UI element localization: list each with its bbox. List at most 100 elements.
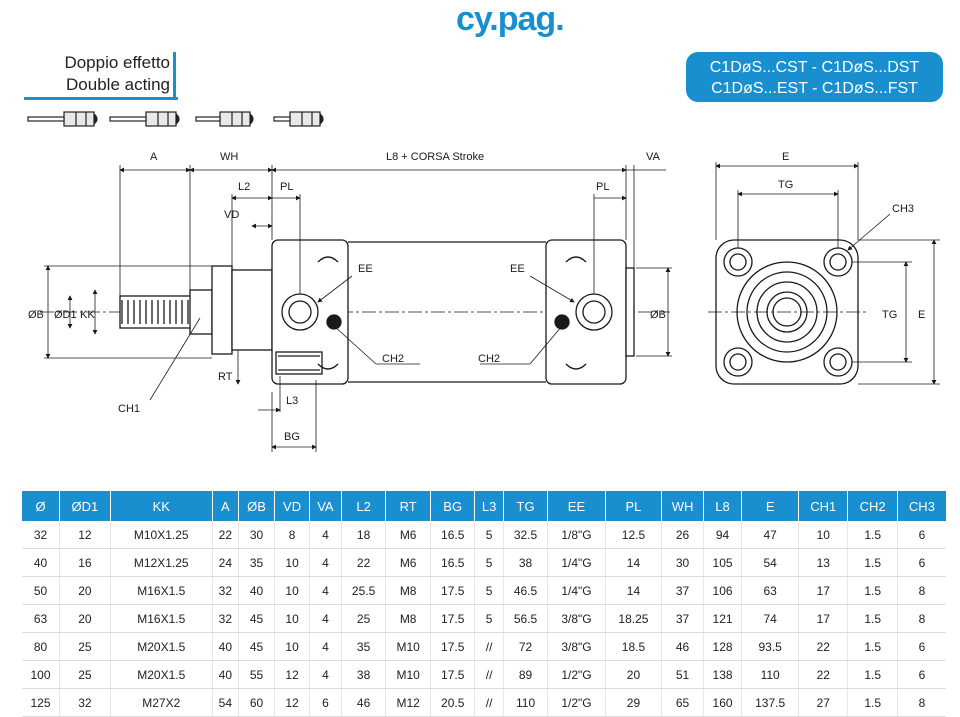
table-cell: 20.5 — [430, 688, 476, 717]
table-cell: 25 — [59, 632, 111, 661]
table-cell: 38 — [341, 660, 387, 689]
table-cell: 110 — [741, 660, 800, 689]
table-cell: 22 — [798, 660, 849, 689]
table-cell: 6 — [897, 521, 946, 549]
table-cell: 12 — [274, 688, 311, 717]
table-cell: 54 — [741, 548, 800, 577]
label-WH: WH — [220, 151, 238, 163]
table-cell: 46 — [661, 632, 704, 661]
table-cell: 37 — [661, 604, 704, 633]
table-cell: 8 — [897, 688, 946, 717]
col-header: Ø — [22, 491, 61, 521]
table-cell: 4 — [309, 576, 342, 605]
table-cell: 18.5 — [605, 632, 663, 661]
variant-icon-dst — [109, 111, 180, 127]
table-cell: 51 — [661, 660, 704, 689]
col-header: ØD1 — [59, 491, 111, 521]
table-cell: 54 — [212, 688, 239, 717]
table-cell: 10 — [274, 576, 311, 605]
label-RT: RT — [218, 371, 233, 383]
table-cell: 6 — [309, 688, 342, 717]
table-cell: 8 — [897, 576, 946, 605]
col-header: L3 — [474, 491, 504, 521]
variant-icon-fst — [273, 111, 324, 127]
table-cell: 32 — [212, 576, 239, 605]
table-cell: 17 — [798, 576, 849, 605]
table-cell: 17.5 — [430, 604, 476, 633]
table-cell: 10 — [274, 632, 311, 661]
label-OB-right: ØB — [650, 309, 666, 321]
table-cell: 5 — [474, 521, 504, 549]
table-cell: 1.5 — [847, 548, 898, 577]
table-cell: 18 — [341, 521, 387, 549]
title-rule-horizontal — [24, 97, 178, 100]
label-OB: ØB — [28, 309, 44, 321]
table-cell: 25 — [341, 604, 387, 633]
label-L3: L3 — [286, 395, 298, 407]
table-cell: 125 — [22, 688, 61, 717]
table-cell: 160 — [703, 688, 743, 717]
col-header: A — [212, 491, 239, 521]
col-header: EE — [547, 491, 606, 521]
label-CH1: CH1 — [118, 403, 140, 415]
col-header: BG — [430, 491, 476, 521]
table-cell: // — [474, 660, 504, 689]
table-cell: M27X2 — [110, 688, 213, 717]
table-cell: 94 — [703, 521, 743, 549]
table-cell: 20 — [59, 576, 111, 605]
title-english: Double acting — [66, 75, 170, 94]
label-CH3: CH3 — [892, 203, 914, 215]
col-header: CH1 — [798, 491, 849, 521]
table-cell: 105 — [703, 548, 743, 577]
table-cell: 89 — [503, 660, 549, 689]
table-cell: 1/4"G — [547, 548, 606, 577]
front-head — [271, 239, 349, 385]
table-cell: 22 — [341, 548, 387, 577]
label-BG: BG — [284, 431, 300, 443]
table-cell: 1.5 — [847, 660, 898, 689]
table-cell: M16X1.5 — [110, 604, 213, 633]
table-cell: 46 — [341, 688, 387, 717]
cylinder-tube — [348, 241, 546, 383]
table-cell: 16.5 — [430, 548, 476, 577]
col-header: TG — [503, 491, 549, 521]
product-title: Doppio effetto Double acting — [24, 52, 178, 100]
table-cell: 40 — [212, 660, 239, 689]
table-cell: 16 — [59, 548, 111, 577]
table-cell: 80 — [22, 632, 61, 661]
table-cell: 4 — [309, 548, 342, 577]
front-view — [708, 162, 940, 385]
table-cell: 32 — [59, 688, 111, 717]
dimension-lines — [44, 165, 672, 452]
table-cell: 32 — [22, 521, 61, 549]
label-A: A — [150, 151, 158, 163]
table-cell: 50 — [22, 576, 61, 605]
table-cell: 5 — [474, 604, 504, 633]
table-cell: 138 — [703, 660, 743, 689]
brand-logo-text: cy.pag. — [456, 0, 565, 38]
table-cell: 128 — [703, 632, 743, 661]
table-cell: 45 — [238, 604, 276, 633]
table-cell: 20 — [605, 660, 663, 689]
technical-drawing: A WH L8 + CORSA Stroke VA L2 PL PL VD EE… — [28, 151, 940, 452]
label-CH2-front: CH2 — [382, 353, 404, 365]
table-cell: 1.5 — [847, 688, 898, 717]
table-cell: 1/2"G — [547, 660, 606, 689]
table-cell: 24 — [212, 548, 239, 577]
model-codes-line2: C1DøS...EST - C1DøS...FST — [711, 80, 918, 97]
label-PL-rear: PL — [596, 181, 609, 193]
table-cell: 25 — [59, 660, 111, 689]
table-cell: 16.5 — [430, 521, 476, 549]
table-cell: 17.5 — [430, 632, 476, 661]
table-cell: M10X1.25 — [110, 521, 213, 549]
dimensions-table: Ø ØD1 KK A ØB VD VA L2 RT BG L3 TG EE PL… — [22, 491, 946, 717]
label-KK: KK — [80, 309, 95, 321]
table-cell: 106 — [703, 576, 743, 605]
table-cell: 63 — [22, 604, 61, 633]
table-cell: 14 — [605, 548, 663, 577]
table-cell: M10 — [385, 632, 431, 661]
col-header: VD — [274, 491, 311, 521]
table-cell: 40 — [212, 632, 239, 661]
